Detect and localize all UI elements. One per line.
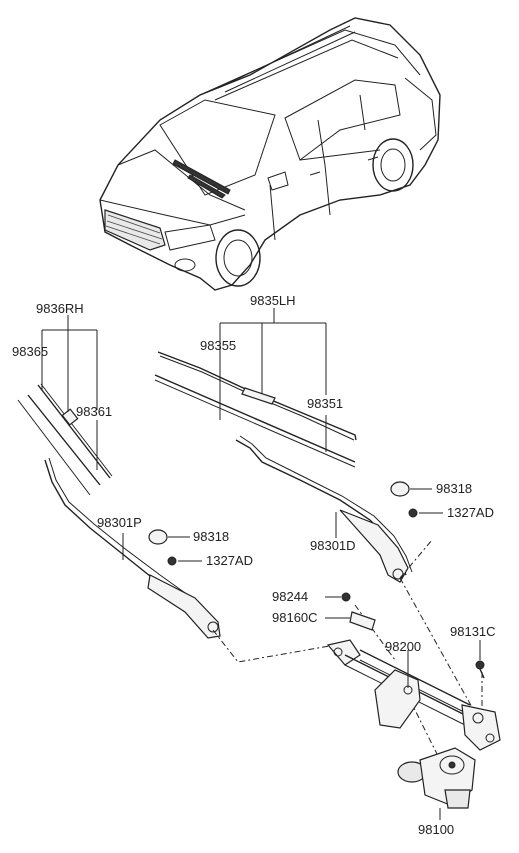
cap-rh <box>148 529 168 545</box>
label-98361: 98361 <box>76 404 112 419</box>
bracket-98160c <box>349 611 376 631</box>
lh-blade-group <box>154 308 357 468</box>
label-98355: 98355 <box>200 338 236 353</box>
label-98318-lh: 98318 <box>436 481 472 496</box>
label-98131c: 98131C <box>450 624 496 639</box>
label-98365: 98365 <box>12 344 48 359</box>
label-98351: 98351 <box>307 396 343 411</box>
label-98301d: 98301D <box>310 538 356 553</box>
rh-blade-group <box>17 315 113 496</box>
label-98318-rh: 98318 <box>193 529 229 544</box>
label-98160c: 98160C <box>272 610 318 625</box>
cap-lh <box>390 481 410 497</box>
nut-lh <box>408 508 418 518</box>
label-9836rh: 9836RH <box>36 301 84 316</box>
bolt-98131c <box>475 660 485 679</box>
label-98244: 98244 <box>272 589 308 604</box>
linkage-98200 <box>326 639 501 751</box>
rh-wiper-arm <box>44 457 221 639</box>
label-98100: 98100 <box>418 822 454 837</box>
label-98301p: 98301P <box>97 515 142 530</box>
vehicle-illustration <box>99 17 441 291</box>
label-98200: 98200 <box>385 639 421 654</box>
lh-wiper-arm <box>235 435 413 583</box>
label-1327ad-rh: 1327AD <box>206 553 253 568</box>
nut-rh <box>167 556 177 566</box>
label-9835lh: 9835LH <box>250 293 296 308</box>
label-1327ad-lh: 1327AD <box>447 505 494 520</box>
nut-98244 <box>341 592 351 602</box>
motor-98100 <box>397 747 476 809</box>
